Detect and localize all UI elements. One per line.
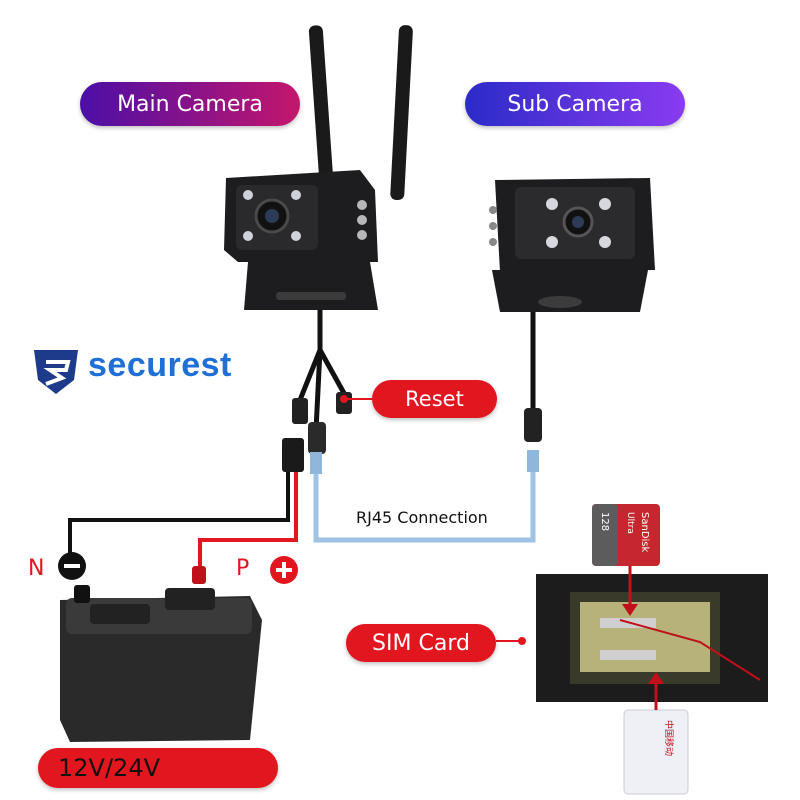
brand-logo: securest: [32, 346, 232, 385]
main-camera: [224, 25, 413, 474]
sim-card-label: SIM Card: [346, 624, 496, 662]
negative-label: N: [28, 556, 45, 581]
rj45-cable: [313, 470, 536, 543]
sim-card: 中国移动: [623, 709, 689, 795]
securest-shield-icon: [34, 350, 78, 394]
sd-line: Ultra: [625, 512, 635, 534]
main-camera-label: Main Camera: [80, 82, 300, 126]
positive-label: P: [236, 556, 250, 581]
brand-name: securest: [88, 346, 232, 384]
sub-camera-label: Sub Camera: [465, 82, 685, 126]
sub-camera: [489, 178, 655, 472]
sd-card: SanDisk Ultra 128: [592, 504, 660, 566]
battery: [60, 566, 262, 742]
reset-label: Reset: [372, 380, 497, 418]
voltage-label: 12V/24V: [38, 748, 278, 788]
sim-print: 中国移动: [663, 720, 675, 756]
negative-wire: [68, 470, 290, 560]
sd-capacity: 128: [599, 512, 610, 531]
rj45-connection-label: RJ45 Connection: [356, 508, 488, 527]
positive-wire: [198, 470, 298, 570]
sd-brand: SanDisk: [639, 512, 650, 553]
